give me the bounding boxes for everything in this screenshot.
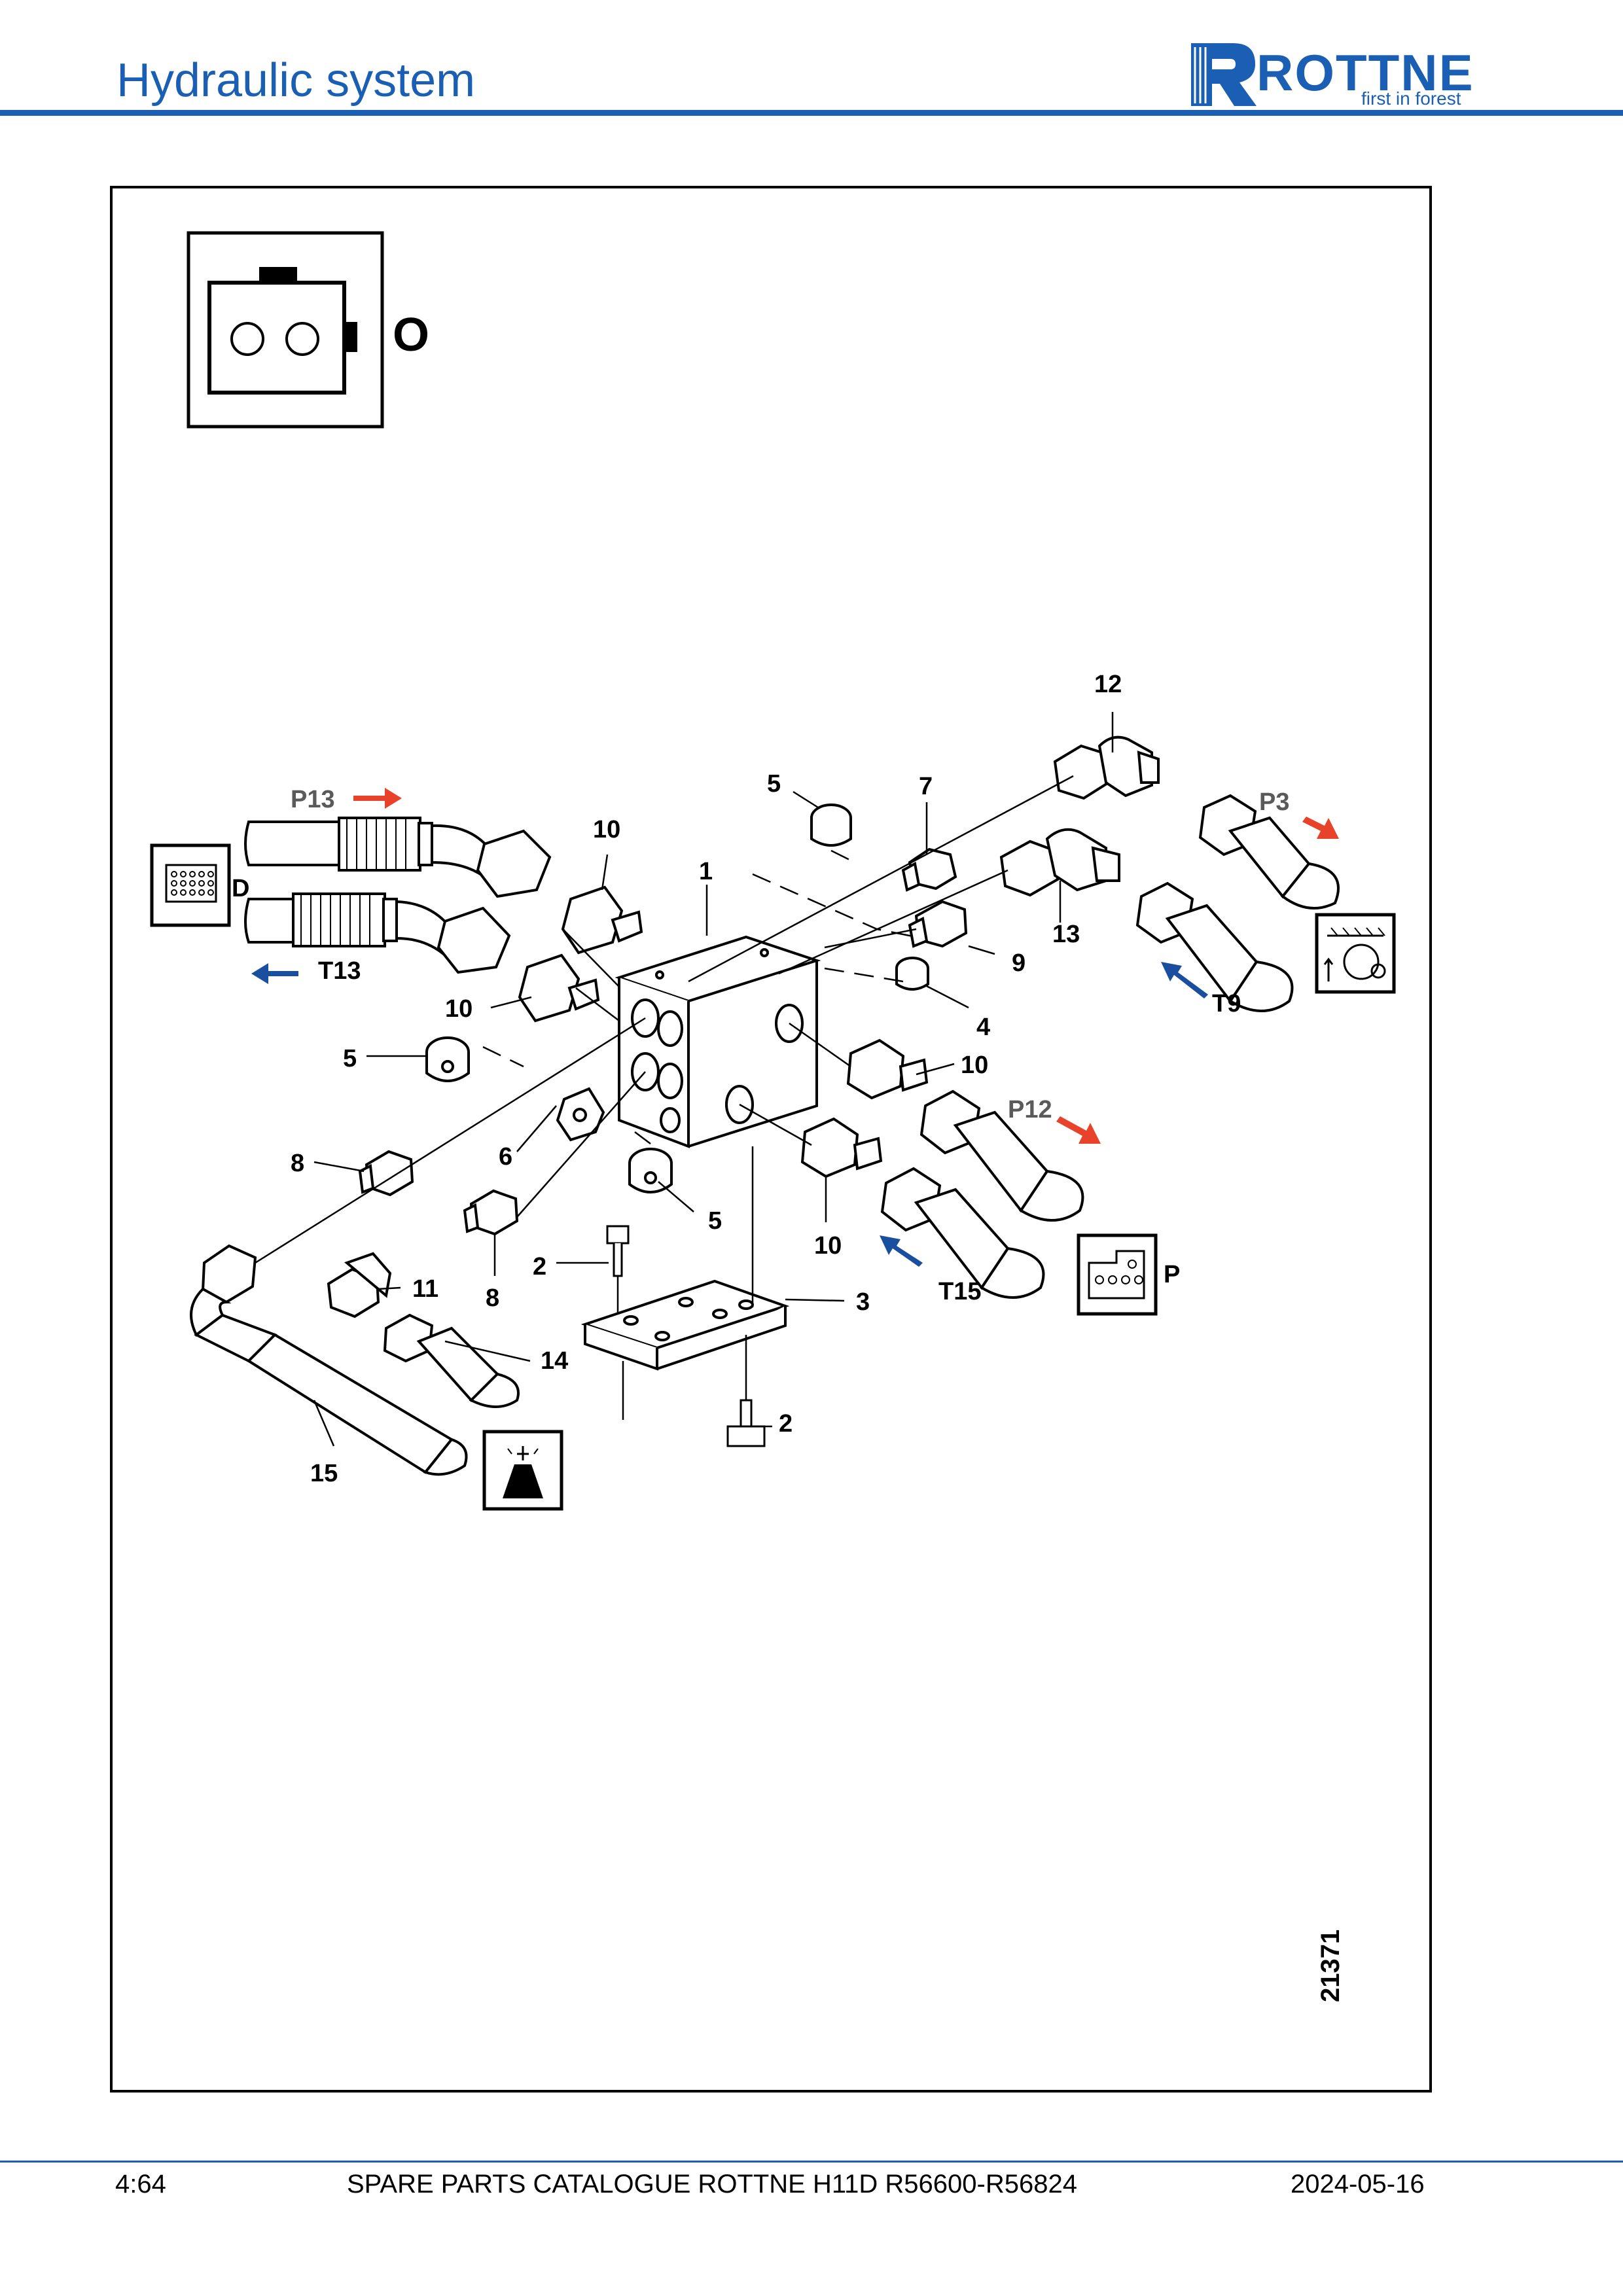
callout-3: 3 <box>856 1288 870 1316</box>
callout-11: 11 <box>412 1275 438 1303</box>
callout-10-upper-right: 10 <box>961 1051 988 1079</box>
callout-14: 14 <box>541 1347 568 1375</box>
callout-13: 13 <box>1052 921 1080 948</box>
callout-8-lower: 8 <box>486 1284 499 1312</box>
adapter-10-lower-left <box>518 953 600 1023</box>
adapter-10-upper-right <box>846 1038 929 1100</box>
callout-12: 12 <box>1094 671 1122 698</box>
callout-6: 6 <box>499 1143 512 1171</box>
hose-t13 <box>244 892 511 974</box>
port-label-t9: T9 <box>1212 990 1241 1017</box>
bolt-top <box>606 1225 630 1277</box>
plug-5-top <box>810 804 852 847</box>
tank-arrow-t13 <box>251 963 298 984</box>
adapter-10-upper-left <box>561 885 643 955</box>
hose-15 <box>190 1244 468 1476</box>
callout-5-top: 5 <box>767 770 781 798</box>
adapter-10-lower-right <box>800 1117 883 1178</box>
logo-tagline: first in forest <box>1361 88 1461 109</box>
port-label-t15: T15 <box>938 1278 981 1305</box>
diagram-frame <box>110 186 1432 2093</box>
hose-p13 <box>244 817 552 898</box>
logo-mark-icon <box>1191 43 1257 106</box>
leader-lines <box>313 712 1114 1447</box>
pressure-arrow-p3 <box>1302 817 1339 839</box>
callout-1: 1 <box>699 858 713 885</box>
connector-p-label: P <box>1164 1261 1180 1288</box>
view-label: O <box>393 309 429 361</box>
connector-p-symbol: P <box>1077 1233 1180 1316</box>
pressure-arrow-p13 <box>353 788 402 809</box>
hose-14 <box>383 1313 520 1408</box>
logo-wordmark: ROTTNE <box>1257 44 1474 101</box>
callout-10-upper-left: 10 <box>593 816 620 843</box>
assembly-centerlines <box>255 775 1074 1420</box>
callout-15: 15 <box>310 1460 338 1487</box>
callout-5-bottom: 5 <box>708 1207 722 1235</box>
plug-4 <box>895 957 929 991</box>
footer-catalogue-title: SPARE PARTS CATALOGUE ROTTNE H11D R56600… <box>347 2170 1077 2199</box>
footer-page-number: 4:64 <box>115 2170 166 2199</box>
fitting-9 <box>908 900 968 948</box>
elbow-12 <box>1053 735 1160 800</box>
boom-symbol <box>1315 913 1396 994</box>
connector-d-label: D <box>232 875 249 902</box>
flow-arrows <box>251 788 1339 1267</box>
callout-7: 7 <box>919 773 933 800</box>
plug-5-left <box>425 1036 470 1082</box>
footer-rule <box>0 2161 1623 2163</box>
hose-t15 <box>880 1167 1045 1299</box>
drawing-number: 21371 <box>1316 1930 1345 2002</box>
stump-treatment-symbol <box>482 1430 563 1511</box>
callout-10-lower-left: 10 <box>445 995 473 1023</box>
valve-block <box>615 935 821 1148</box>
callout-4: 4 <box>976 1014 990 1041</box>
header-rule <box>0 110 1623 116</box>
hose-p3 <box>1198 794 1340 910</box>
elbow-13 <box>999 828 1120 897</box>
port-label-t13: T13 <box>318 957 361 985</box>
page-title: Hydraulic system <box>116 54 476 107</box>
bolt-bottom <box>726 1399 766 1447</box>
hose-p12 <box>919 1089 1084 1222</box>
callout-10-lower-right: 10 <box>814 1232 842 1260</box>
port-label-p3: P3 <box>1259 788 1289 816</box>
callout-9: 9 <box>1012 949 1026 977</box>
port-label-p12: P12 <box>1008 1096 1052 1123</box>
tank-arrow-t15 <box>880 1235 923 1267</box>
callout-8-upper: 8 <box>291 1150 304 1177</box>
mounting-plate <box>580 1279 790 1371</box>
footer-date: 2024-05-16 <box>1291 2170 1425 2199</box>
callout-2-bottom: 2 <box>779 1410 793 1438</box>
plug-6 <box>556 1087 605 1142</box>
fitting-11 <box>327 1252 392 1318</box>
callout-2-top: 2 <box>533 1253 546 1280</box>
rottne-logo: ROTTNE first in forest <box>1191 43 1474 109</box>
fitting-8-lower <box>463 1189 519 1236</box>
connector-d-symbol: D <box>150 843 249 927</box>
fitting-7 <box>901 847 957 892</box>
fitting-8-upper <box>358 1150 414 1197</box>
port-label-p13: P13 <box>291 786 335 813</box>
tank-arrow-t9 <box>1161 962 1208 998</box>
hose-t9 <box>1135 881 1294 1012</box>
callout-5-left: 5 <box>343 1045 357 1072</box>
view-o-symbol: O <box>187 231 429 429</box>
plug-5-bottom <box>628 1148 673 1193</box>
pressure-arrow-p12 <box>1056 1116 1101 1144</box>
